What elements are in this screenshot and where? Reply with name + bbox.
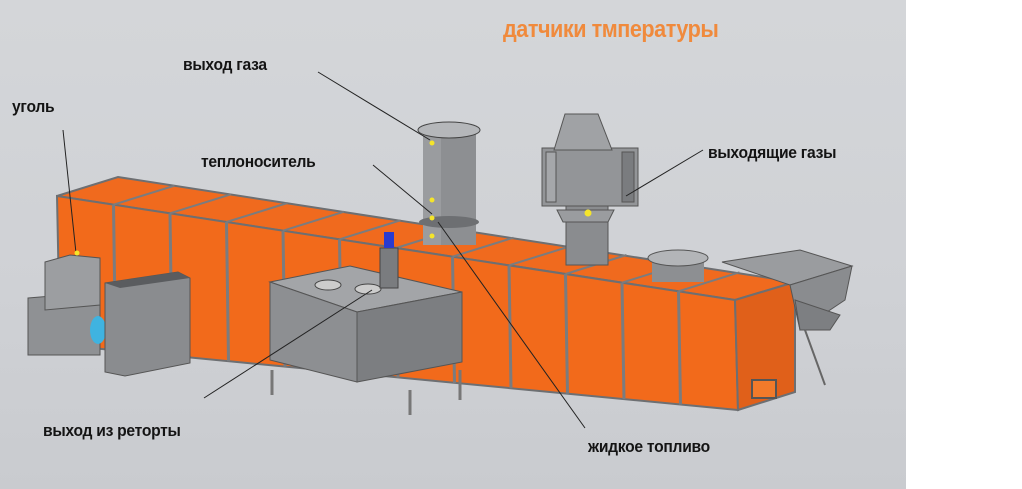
furnace-top-divider xyxy=(282,210,345,232)
small-pipe xyxy=(647,249,709,282)
label-heat-carrier: теплоноситель xyxy=(201,152,316,171)
furnace-top-divider xyxy=(339,219,401,241)
furnace-panel-divider xyxy=(564,273,569,394)
furnace-top-divider xyxy=(113,184,175,206)
furnace-panel-divider xyxy=(620,282,626,400)
furnace-panel-divider xyxy=(677,291,682,405)
furnace-top-divider xyxy=(508,245,571,267)
furnace-panel-divider xyxy=(225,221,230,362)
label-gas-outlet: выход газа xyxy=(183,55,267,74)
retort-tank xyxy=(268,232,463,415)
label-coal: уголь xyxy=(12,97,55,116)
temperature-sensors xyxy=(74,140,592,256)
coal-unit xyxy=(27,254,191,377)
gas-outlet-pipe xyxy=(417,121,481,245)
exhaust-stack xyxy=(541,113,639,266)
label-liquid-fuel: жидкое топливо xyxy=(588,437,710,456)
furnace-top-divider xyxy=(678,271,740,293)
fuel-hopper xyxy=(721,249,854,386)
diagram-title: датчики тмпературы xyxy=(503,16,719,43)
label-exhaust-gases: выходящие газы xyxy=(708,143,837,162)
leader-lines xyxy=(62,71,704,429)
furnace-panel-divider xyxy=(507,265,513,389)
furnace-top-divider xyxy=(169,193,232,215)
furnace-top-divider xyxy=(226,202,288,223)
label-retort-outlet: выход из реторты xyxy=(43,421,181,440)
furnace-top-divider xyxy=(452,236,514,258)
